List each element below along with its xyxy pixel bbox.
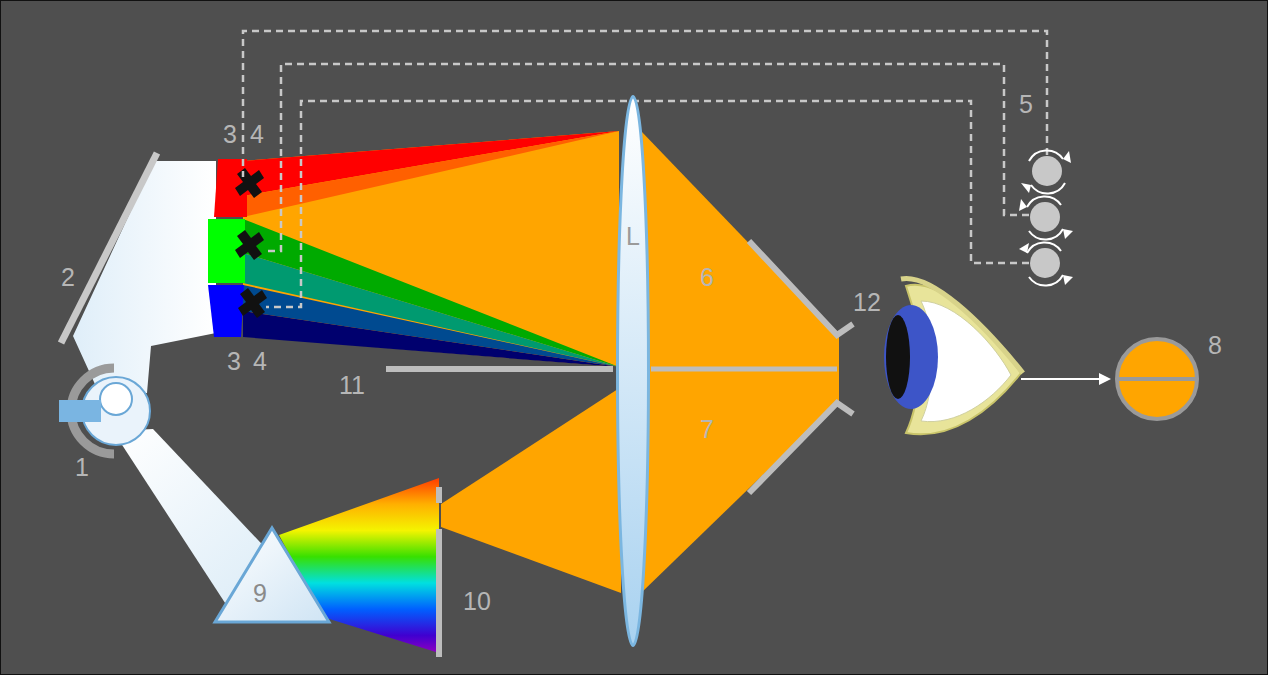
callout-number: 9 <box>253 581 267 606</box>
prism-shape <box>212 525 332 625</box>
shutter-crosses <box>235 168 267 318</box>
green-beam <box>243 219 619 367</box>
field-6 <box>641 131 839 369</box>
blue-beam <box>243 311 619 367</box>
view-arrow <box>1021 378 1101 380</box>
callout-number: 3 <box>223 122 237 147</box>
red-beam <box>243 131 619 217</box>
control-knobs <box>1019 150 1073 285</box>
blue-beam <box>243 285 619 367</box>
callout-number: 4 <box>253 349 267 374</box>
spectrum <box>279 478 439 653</box>
lamp-bulb <box>100 383 132 415</box>
field-7 <box>641 369 839 593</box>
callout-number: 8 <box>1208 333 1222 358</box>
callout-number: L <box>626 224 640 249</box>
green-beam <box>243 253 619 367</box>
slit <box>436 487 442 503</box>
blue-filter <box>208 285 244 337</box>
slit <box>436 529 442 657</box>
callout-number: 5 <box>1019 92 1033 117</box>
callout-number: 10 <box>463 589 491 614</box>
comparison-beam <box>441 387 621 593</box>
prism: 9 <box>212 525 332 625</box>
callout-number: 12 <box>853 290 881 315</box>
callout-number: 7 <box>700 417 714 442</box>
divider <box>651 367 837 372</box>
callout-number: 2 <box>61 265 75 290</box>
callout-number: 1 <box>75 455 89 480</box>
lens: L <box>616 95 650 647</box>
divider <box>386 366 613 372</box>
lamp-base <box>59 400 101 422</box>
field-divider <box>1118 377 1196 381</box>
field-of-view <box>1117 339 1197 419</box>
eyepiece-stop <box>749 241 853 493</box>
mirror <box>61 153 157 343</box>
beam <box>243 131 619 367</box>
callout-number: 11 <box>339 373 365 398</box>
callout-number: 3 <box>227 349 241 374</box>
eye <box>884 278 1023 434</box>
callout-number: 6 <box>700 265 714 290</box>
view-arrow-head <box>1099 373 1111 385</box>
callout-number: 4 <box>250 122 264 147</box>
lens-shape <box>616 95 650 647</box>
